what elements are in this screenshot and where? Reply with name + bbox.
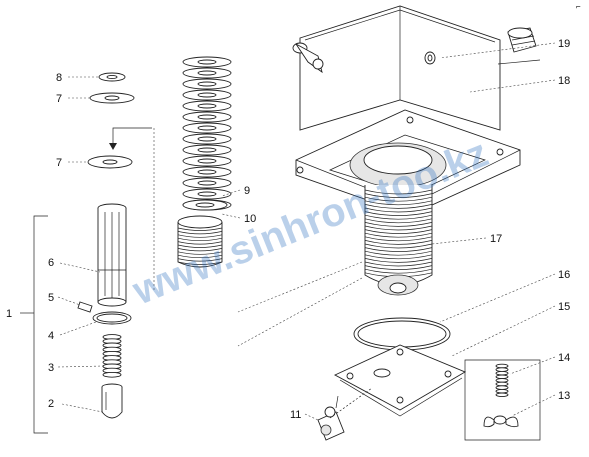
disc-stack-9 (182, 56, 232, 211)
label-2: 2 (48, 398, 54, 410)
spring-14 (495, 363, 509, 398)
label-3: 3 (48, 362, 54, 374)
slotted-cylinder-6 (97, 203, 127, 307)
label-4: 4 (48, 330, 54, 342)
cap-19 (507, 27, 537, 53)
label-14: 14 (558, 352, 570, 364)
group-bracket (33, 215, 48, 434)
corner-mark: ⌐ (576, 2, 581, 11)
pin-5 (77, 301, 93, 313)
label-19: 19 (558, 38, 570, 50)
base-plate-15 (333, 344, 467, 417)
wing-nut-13 (483, 415, 519, 428)
label-7a: 7 (56, 93, 62, 105)
label-13: 13 (558, 390, 570, 402)
threaded-stem-10 (177, 215, 223, 268)
label-9: 9 (244, 185, 250, 197)
label-18: 18 (558, 75, 570, 87)
label-1: 1 (6, 308, 12, 320)
label-15: 15 (558, 301, 570, 313)
bellows-cylinder-17 (364, 185, 433, 296)
insert-arrow (112, 127, 152, 145)
label-8: 8 (56, 72, 62, 84)
leader-lines (57, 42, 556, 421)
o-ring-4 (92, 311, 132, 325)
label-10: 10 (244, 213, 256, 225)
label-11: 11 (290, 409, 301, 421)
housing-18 (292, 5, 521, 216)
insert-arrowhead (109, 143, 117, 150)
washer-7-lower (87, 155, 133, 169)
spring-3 (102, 334, 122, 378)
label-17: 17 (490, 233, 502, 245)
plunger-2 (101, 383, 123, 419)
label-16: 16 (558, 269, 570, 281)
washer-8 (98, 72, 126, 82)
detail-box (464, 359, 541, 441)
label-5: 5 (48, 292, 54, 304)
washer-7-top (89, 92, 135, 104)
gasket-ring-16 (353, 317, 451, 351)
label-6: 6 (48, 257, 54, 269)
valve-11 (317, 387, 373, 441)
label-7b: 7 (56, 157, 62, 169)
